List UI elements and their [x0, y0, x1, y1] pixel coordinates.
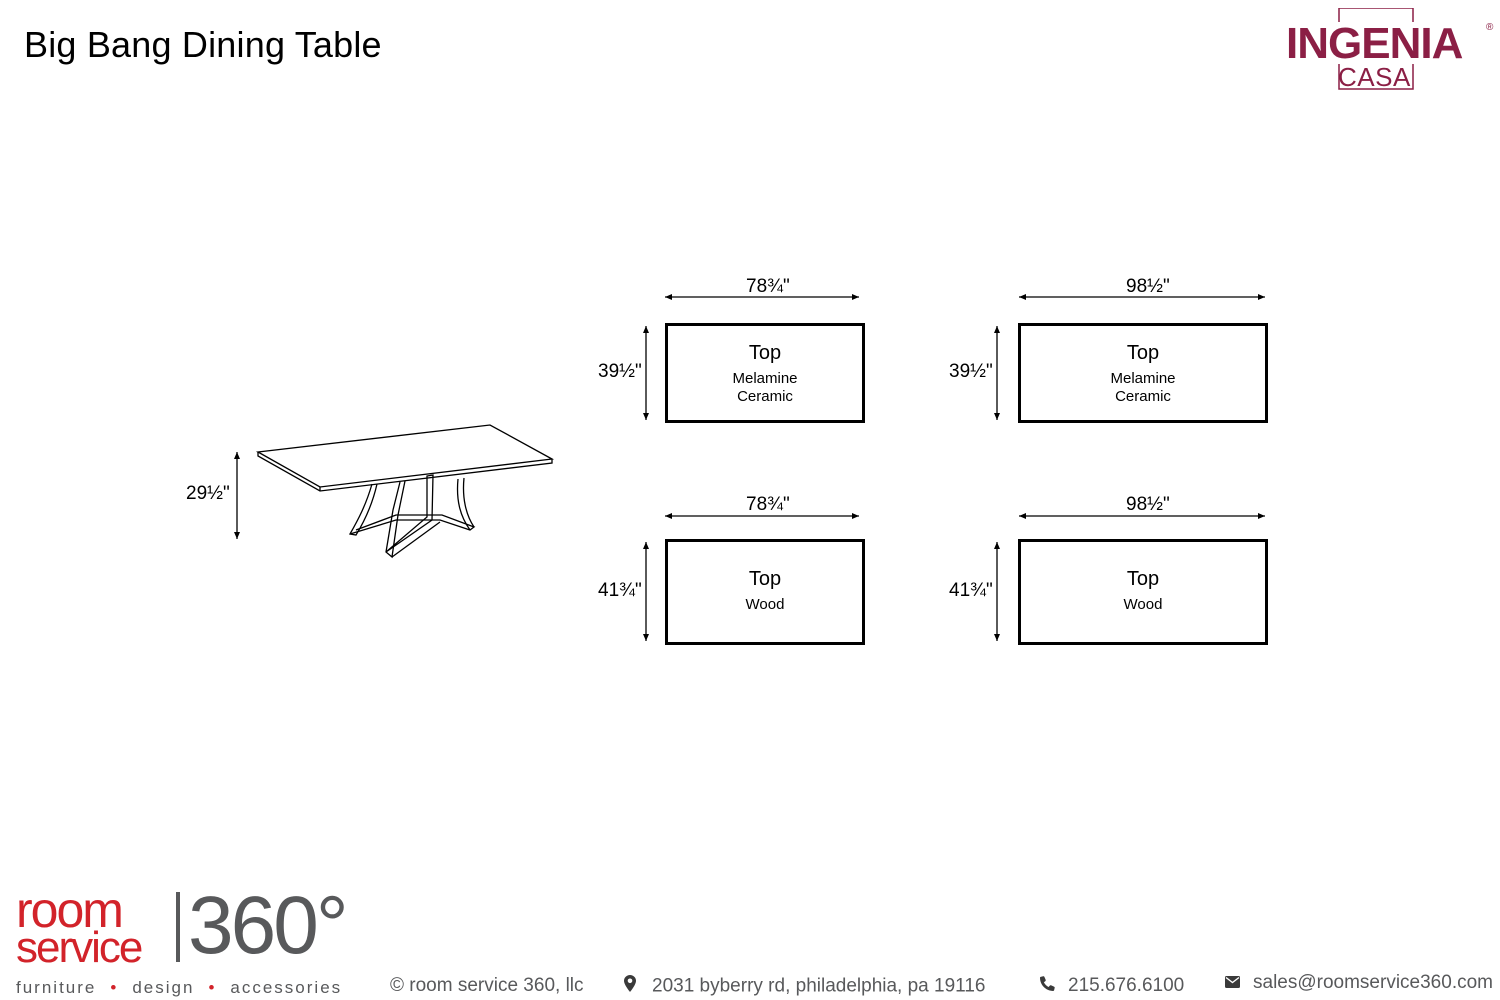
top-plan-box: Top Wood: [1018, 539, 1268, 645]
table-perspective-illustration: [255, 424, 555, 559]
top-plan-box: Top Melamine Ceramic: [665, 323, 865, 423]
top-width-label: 78¾": [746, 494, 790, 515]
logo-service: service: [16, 923, 143, 972]
logo-divider: [176, 892, 180, 962]
table-height-label: 29½": [186, 483, 230, 504]
brand-name: INGENIA: [1286, 19, 1463, 68]
top-label: Top: [748, 342, 782, 364]
logo-360: 360°: [188, 880, 349, 971]
top-depth-label: 39½": [598, 361, 642, 382]
tagline-accessories: accessories: [230, 978, 343, 997]
address-text: 2031 byberry rd, philadelphia, pa 19116: [652, 975, 986, 997]
top-material: Melamine: [732, 370, 798, 387]
email-text: sales@roomservice360.com: [1253, 972, 1493, 994]
top-depth-label: 41¾": [949, 580, 993, 601]
tagline-separator: •: [110, 978, 119, 997]
brand-frame-lines: [1338, 8, 1414, 90]
envelope-icon: [1225, 972, 1241, 994]
top-label: Top: [748, 568, 782, 590]
top-material: Wood: [1123, 596, 1163, 613]
top-depth-label: 41¾": [598, 580, 642, 601]
top-label: Top: [1126, 568, 1160, 590]
top-plan-box: Top Wood: [665, 539, 865, 645]
page-title: Big Bang Dining Table: [24, 24, 382, 65]
phone-text: 215.676.6100: [1068, 975, 1185, 997]
ingenia-casa-logo: INGENIA ® CASA: [1286, 8, 1496, 92]
phone: 215.676.6100: [1040, 975, 1184, 997]
room-service-360-logo: room service 360° furniture • design • acces…: [16, 882, 356, 998]
top-label: Top: [1126, 342, 1160, 364]
tagline-design: design: [132, 978, 195, 997]
top-material: Ceramic: [1115, 388, 1171, 405]
tagline-furniture: furniture: [16, 978, 97, 997]
top-plan-box: Top Melamine Ceramic: [1018, 323, 1268, 423]
top-depth-label: 39½": [949, 361, 993, 382]
top-width-label: 98½": [1126, 494, 1170, 515]
logo-room: room: [16, 882, 124, 938]
top-width-label: 98½": [1126, 276, 1170, 297]
brand-sub: CASA: [1338, 62, 1411, 92]
email: sales@roomservice360.com: [1225, 972, 1493, 994]
top-width-label: 78¾": [746, 276, 790, 297]
logo-tagline: furniture • design • accessories: [16, 978, 342, 998]
address: 2031 byberry rd, philadelphia, pa 19116: [624, 975, 985, 998]
map-pin-icon: [624, 975, 640, 998]
tagline-separator: •: [208, 978, 217, 997]
top-material: Melamine: [1110, 370, 1176, 387]
top-material: Wood: [745, 596, 785, 613]
brand-registered: ®: [1486, 22, 1494, 33]
top-material: Ceramic: [737, 388, 793, 405]
phone-icon: [1040, 975, 1056, 997]
copyright: © room service 360, llc: [390, 975, 584, 996]
